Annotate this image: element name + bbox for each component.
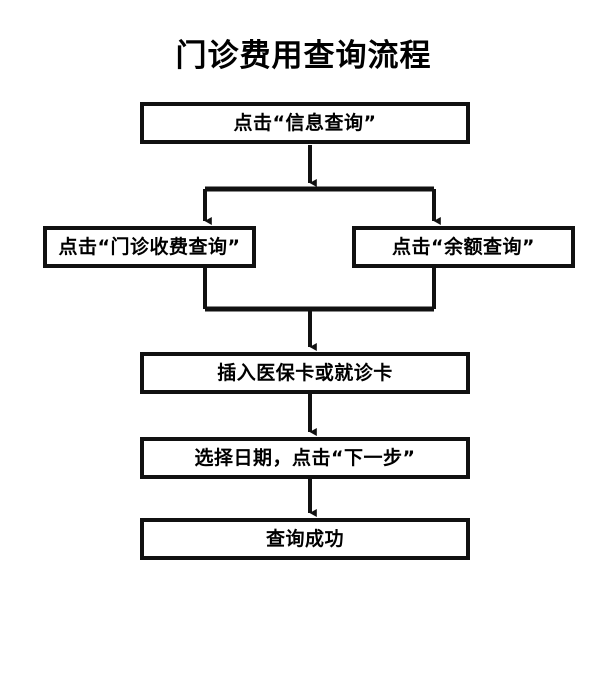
node-select-date-next[interactable]: 选择日期，点击“下一步” xyxy=(140,437,470,479)
node-click-info-query[interactable]: 点击“信息查询” xyxy=(140,102,470,144)
node-click-outpatient-fee-query[interactable]: 点击“门诊收费查询” xyxy=(43,226,256,268)
node-insert-card[interactable]: 插入医保卡或就诊卡 xyxy=(140,352,470,394)
page-title: 门诊费用查询流程 xyxy=(175,38,432,74)
node-query-success[interactable]: 查询成功 xyxy=(140,518,470,560)
node-click-balance-query[interactable]: 点击“余额查询” xyxy=(352,226,575,268)
